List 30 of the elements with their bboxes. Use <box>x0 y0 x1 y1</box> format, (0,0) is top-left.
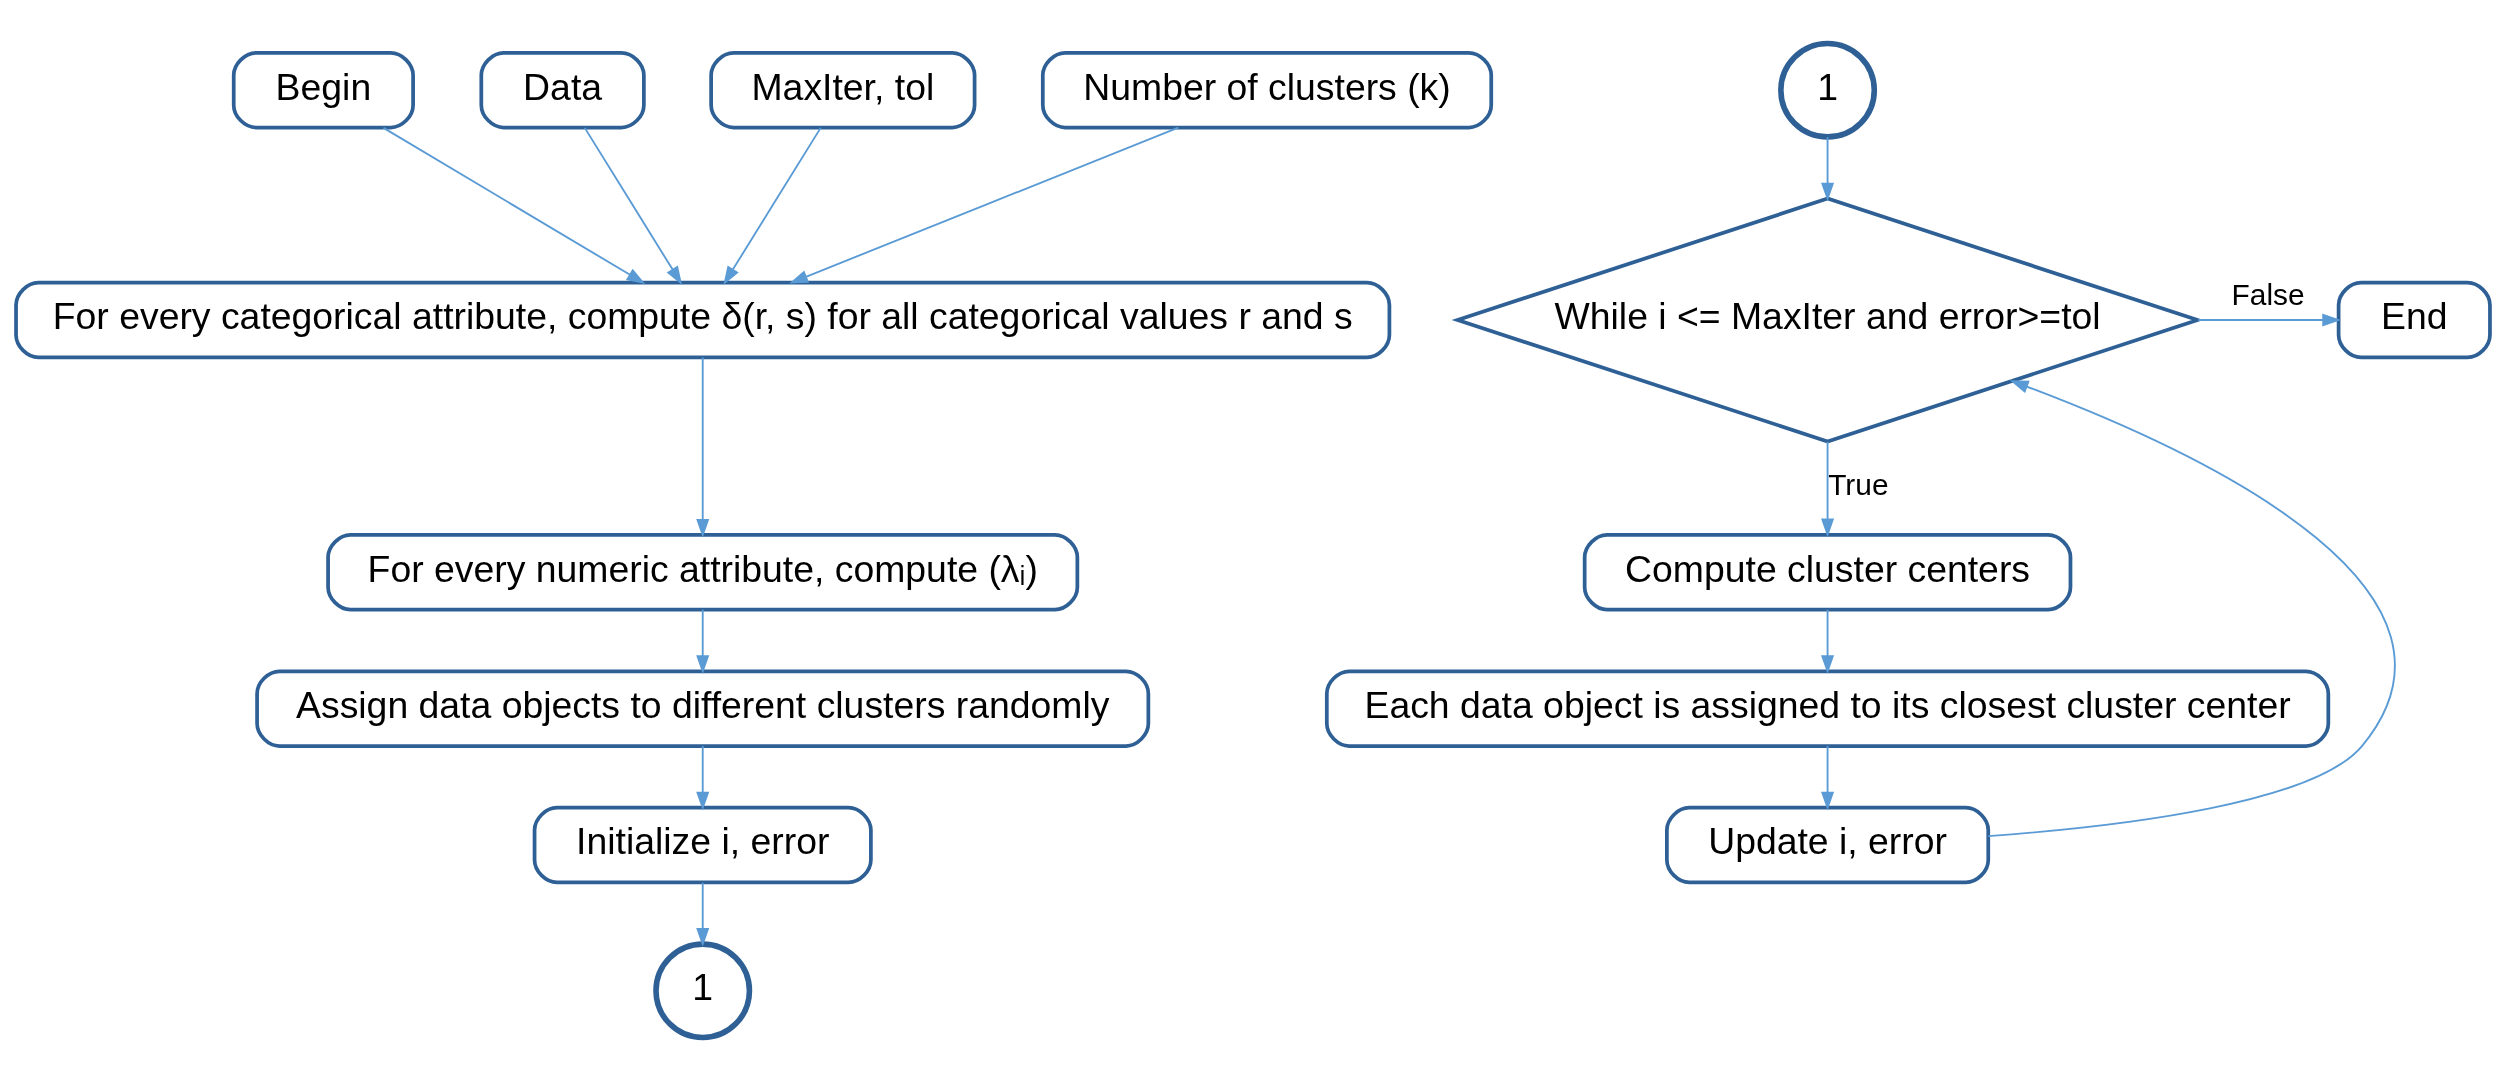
arrow <box>1821 744 1835 810</box>
node-box: Number of clusters (k) <box>1040 50 1494 129</box>
arrow <box>696 881 710 947</box>
arrow <box>723 126 822 285</box>
arrow <box>382 126 646 284</box>
node-box: End <box>2336 280 2492 359</box>
arrow <box>583 126 683 285</box>
edge-label: True <box>1828 467 1889 501</box>
arrow <box>1821 135 1835 201</box>
arrow <box>696 356 710 538</box>
arrow <box>1821 440 1835 537</box>
node-box: Compute cluster centers <box>1582 532 2073 611</box>
arrow <box>1987 379 2396 837</box>
node-box: Data <box>479 50 646 129</box>
node-box: Each data object is assigned to its closest cluster center <box>1324 668 2331 748</box>
node-box: Initialize i, error <box>532 805 873 884</box>
node-circle: 1 <box>1778 40 1878 140</box>
edge-label: False <box>2231 277 2305 311</box>
arrow <box>696 744 710 810</box>
arrow <box>696 608 710 674</box>
node-circle: 1 <box>653 940 753 1040</box>
node-box: Assign data objects to different clusters randomly <box>255 668 1151 748</box>
arrow <box>1821 608 1835 674</box>
node-box: For every categorical attribute, compute δ(r, s) for all categorical values r and s <box>14 280 1392 359</box>
node-box: Begin <box>231 50 415 129</box>
arrow <box>2197 312 2341 327</box>
node-box: For every numeric attribute, compute (λᵢ) <box>326 532 1080 611</box>
node-box: MaxIter, tol <box>709 50 977 129</box>
node-box: Update i, error <box>1665 805 1991 884</box>
arrow <box>789 126 1180 283</box>
